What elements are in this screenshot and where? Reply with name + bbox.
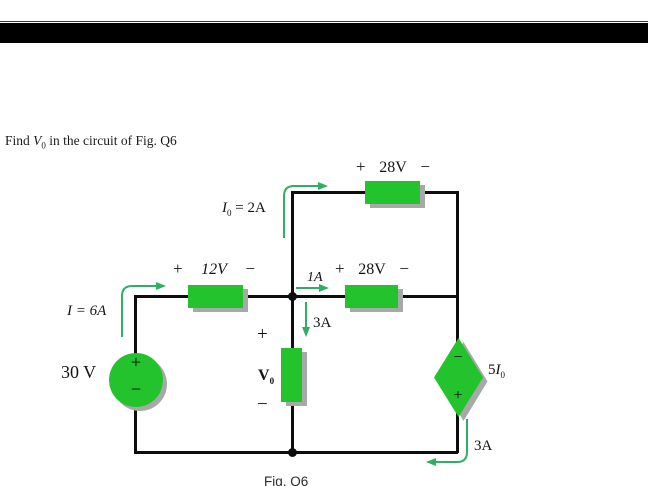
- label-28v-middle-minus: −: [399, 259, 409, 278]
- label-i0-sub: 0: [227, 208, 232, 218]
- label-28v-middle-plus: +: [335, 259, 345, 278]
- resistor-28v-middle: [345, 285, 398, 308]
- header-divider-line: [0, 21, 648, 22]
- label-i0-rest: = 2A: [231, 200, 266, 216]
- current-arrow-3a-bottom: [426, 419, 468, 466]
- label-v0: V0: [258, 367, 275, 387]
- label-28v-top: + 28V −: [356, 158, 430, 176]
- junction-dot-bottom: [288, 448, 297, 457]
- label-12v-value: 12V: [201, 261, 227, 278]
- junction-dot-center: [288, 292, 297, 301]
- label-28v-top-plus: +: [356, 157, 366, 176]
- label-5i0-var: I: [495, 362, 501, 378]
- label-12v-plus: +: [173, 259, 183, 278]
- label-28v-top-value: 28V: [379, 159, 407, 176]
- source-plus-sign: +: [130, 352, 142, 372]
- dependent-source-5i0: [434, 338, 488, 421]
- label-i0-2a: I0 = 2A: [222, 200, 266, 218]
- dependent-source-minus-sign: −: [453, 349, 463, 366]
- wire-right-vertical: [456, 191, 459, 453]
- header-black-bar: [0, 23, 648, 43]
- wire-top-left-vertical: [291, 191, 294, 297]
- resistor-28v-top: [365, 181, 420, 204]
- label-1a: 1A: [307, 270, 323, 285]
- label-28v-middle-value: 28V: [358, 261, 386, 278]
- resistor-12v: [188, 285, 243, 308]
- title-variable: V: [33, 133, 42, 148]
- label-5i0-sub: 0: [500, 370, 506, 380]
- label-3a-bottom: 3A: [474, 438, 493, 454]
- dependent-source-plus-sign: +: [453, 387, 463, 404]
- label-v0-sub: 0: [269, 376, 275, 387]
- voltage-source-30v: [109, 353, 163, 407]
- label-28v-top-minus: −: [420, 157, 430, 176]
- title-subscript: 0: [41, 140, 46, 151]
- label-v0-plus: +: [257, 324, 268, 345]
- label-12v: + 12V −: [173, 260, 255, 278]
- label-30v: 30 V: [61, 362, 97, 382]
- label-i6-var: I: [67, 303, 72, 319]
- title-pre: Find: [5, 133, 34, 148]
- label-v0-var: V: [258, 367, 270, 384]
- label-5i0: 5I0: [488, 362, 506, 380]
- label-i6-rest: = 6A: [72, 303, 107, 319]
- label-12v-minus: −: [245, 259, 255, 278]
- label-3a-middle: 3A: [313, 315, 332, 331]
- current-arrow-i6a: [121, 282, 166, 337]
- source-minus-sign: −: [130, 379, 142, 399]
- figure-caption: Fig. Q6: [264, 474, 309, 486]
- label-v0-minus: −: [257, 394, 268, 415]
- resistor-v0: [281, 348, 302, 402]
- label-i-6a: I = 6A: [67, 303, 106, 319]
- label-5i0-coef: 5: [488, 362, 496, 378]
- problem-statement: Find V0 in the circuit of Fig. Q6: [5, 133, 177, 151]
- label-28v-middle: + 28V −: [335, 260, 409, 278]
- title-post: in the circuit of Fig. Q6: [45, 133, 177, 148]
- label-i0-var: I: [222, 200, 227, 216]
